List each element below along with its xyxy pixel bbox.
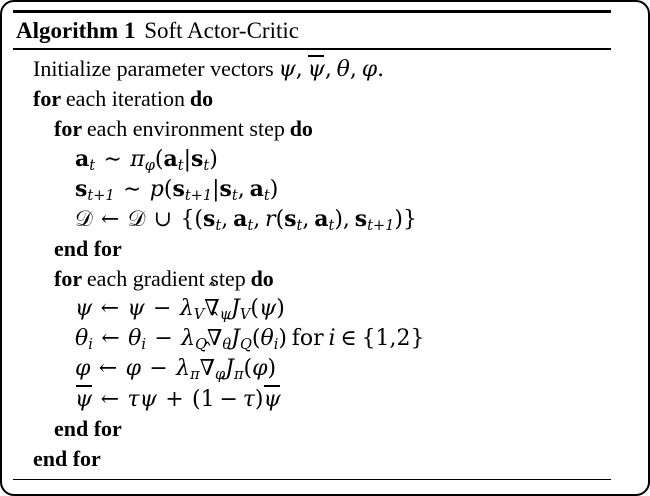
algorithm-name: Soft Actor-Critic: [144, 18, 299, 43]
nabla-hat-icon: ∇: [200, 354, 215, 384]
algorithm-top-rule: [13, 10, 611, 13]
pseudocode-line-end-for-environment-step: end for: [13, 234, 611, 264]
end-for-keyword: end for: [54, 415, 122, 441]
algorithm-block: Algorithm 1 Soft Actor-Critic Initialize …: [13, 10, 611, 481]
psi-bar-symbol: ψ: [263, 384, 281, 415]
for-keyword: for: [54, 115, 83, 141]
psi-bar-symbol: ψ: [308, 54, 325, 85]
initialize-label: Initialize parameter vectors: [33, 55, 274, 81]
pseudocode-line-update-policy-phi: φ←φ−λπ∇φJπ(φ): [13, 354, 611, 384]
algorithm-title-rule: [13, 48, 611, 50]
caligraphic-d-symbol: 𝒟: [75, 206, 93, 232]
initialize-symbols: ψ,ψ,θ,φ.: [278, 54, 384, 85]
psi-bar-symbol: ψ: [75, 384, 92, 415]
for-iteration-text: each iteration: [65, 85, 186, 111]
do-keyword: do: [189, 85, 214, 111]
algorithm-title: Algorithm 1 Soft Actor-Critic: [13, 13, 611, 48]
do-keyword: do: [289, 115, 313, 141]
algorithm-keyword: Algorithm 1: [16, 18, 136, 43]
end-for-keyword: end for: [54, 235, 122, 261]
for-environment-step-text: each environment step: [86, 115, 285, 141]
end-for-keyword: end for: [33, 445, 101, 471]
pseudocode-line-sample-action: at∼πφ(at|st): [75, 145, 218, 174]
pseudocode-line-sample-next-state: st+1∼p(st+1|st,at): [75, 175, 279, 204]
for-keyword: for: [54, 265, 83, 291]
for-keyword: for: [33, 85, 62, 111]
pseudocode-line-end-for-iteration: end for: [13, 444, 611, 474]
pseudocode-line-update-value-psi: ψ←ψ−λV∇ψJV(ψ): [13, 294, 611, 324]
pseudocode-line-end-for-gradient-step: end for: [13, 414, 611, 444]
algorithm-bottom-rule: [13, 478, 611, 481]
do-keyword: do: [250, 265, 274, 291]
pseudocode-line-append-replay-buffer: 𝒟←𝒟∪{(st,at,r(st,at),st+1)}: [75, 205, 417, 234]
for-i-label: for: [291, 325, 324, 351]
for-gradient-step-text: each gradient step: [86, 265, 246, 291]
pseudocode-line-update-target-psi-bar: ψ←τψ+(1−τ)ψ: [13, 384, 611, 414]
